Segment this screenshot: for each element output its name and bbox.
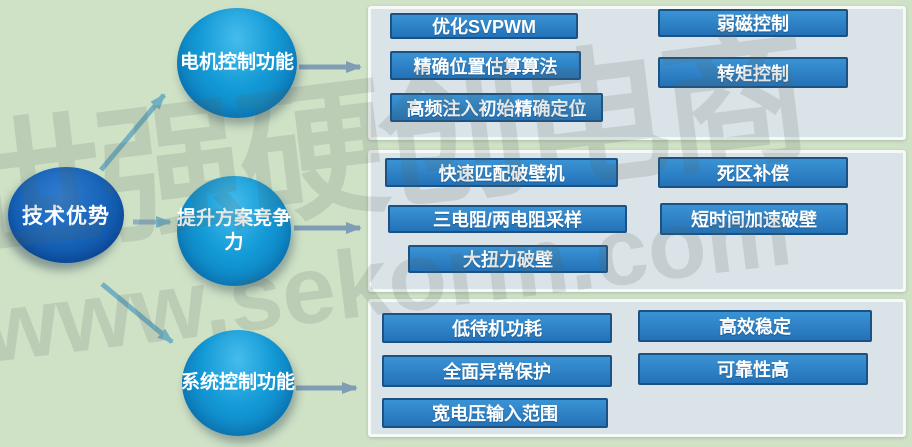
arrow-root-to-system-control — [100, 282, 174, 344]
branch-node-label: 提升方案竞争力 — [177, 208, 292, 253]
branch-node-system-control: 系统控制功能 — [181, 330, 296, 436]
arrow-root-to-motor-control — [99, 93, 166, 172]
branch-node-label: 电机控制功能 — [179, 52, 294, 74]
branch-node-label: 系统控制功能 — [181, 372, 296, 394]
feature-pill: 死区补偿 — [658, 157, 848, 188]
branch-node-competitiveness: 提升方案竞争力 — [177, 176, 291, 286]
feature-pill: 三电阻/两电阻采样 — [388, 205, 627, 233]
feature-pill: 快速匹配破壁机 — [385, 158, 618, 187]
feature-pill: 全面异常保护 — [382, 355, 612, 387]
root-node: 技术优势 — [8, 167, 124, 263]
branch-node-motor-control: 电机控制功能 — [177, 8, 297, 118]
feature-pill: 高效稳定 — [638, 310, 872, 342]
feature-pill: 弱磁控制 — [658, 9, 848, 37]
feature-pill: 宽电压输入范围 — [382, 398, 608, 428]
feature-pill: 短时间加速破壁 — [660, 203, 848, 235]
feature-pill: 高频注入初始精确定位 — [390, 93, 603, 122]
feature-pill: 低待机功耗 — [382, 313, 612, 343]
feature-pill: 优化SVPWM — [390, 13, 578, 39]
feature-pill: 精确位置估算算法 — [390, 51, 581, 80]
feature-pill: 大扭力破壁 — [408, 245, 608, 273]
feature-pill: 转矩控制 — [658, 57, 848, 88]
root-node-label: 技术优势 — [22, 205, 110, 228]
feature-pill: 可靠性高 — [638, 353, 868, 385]
